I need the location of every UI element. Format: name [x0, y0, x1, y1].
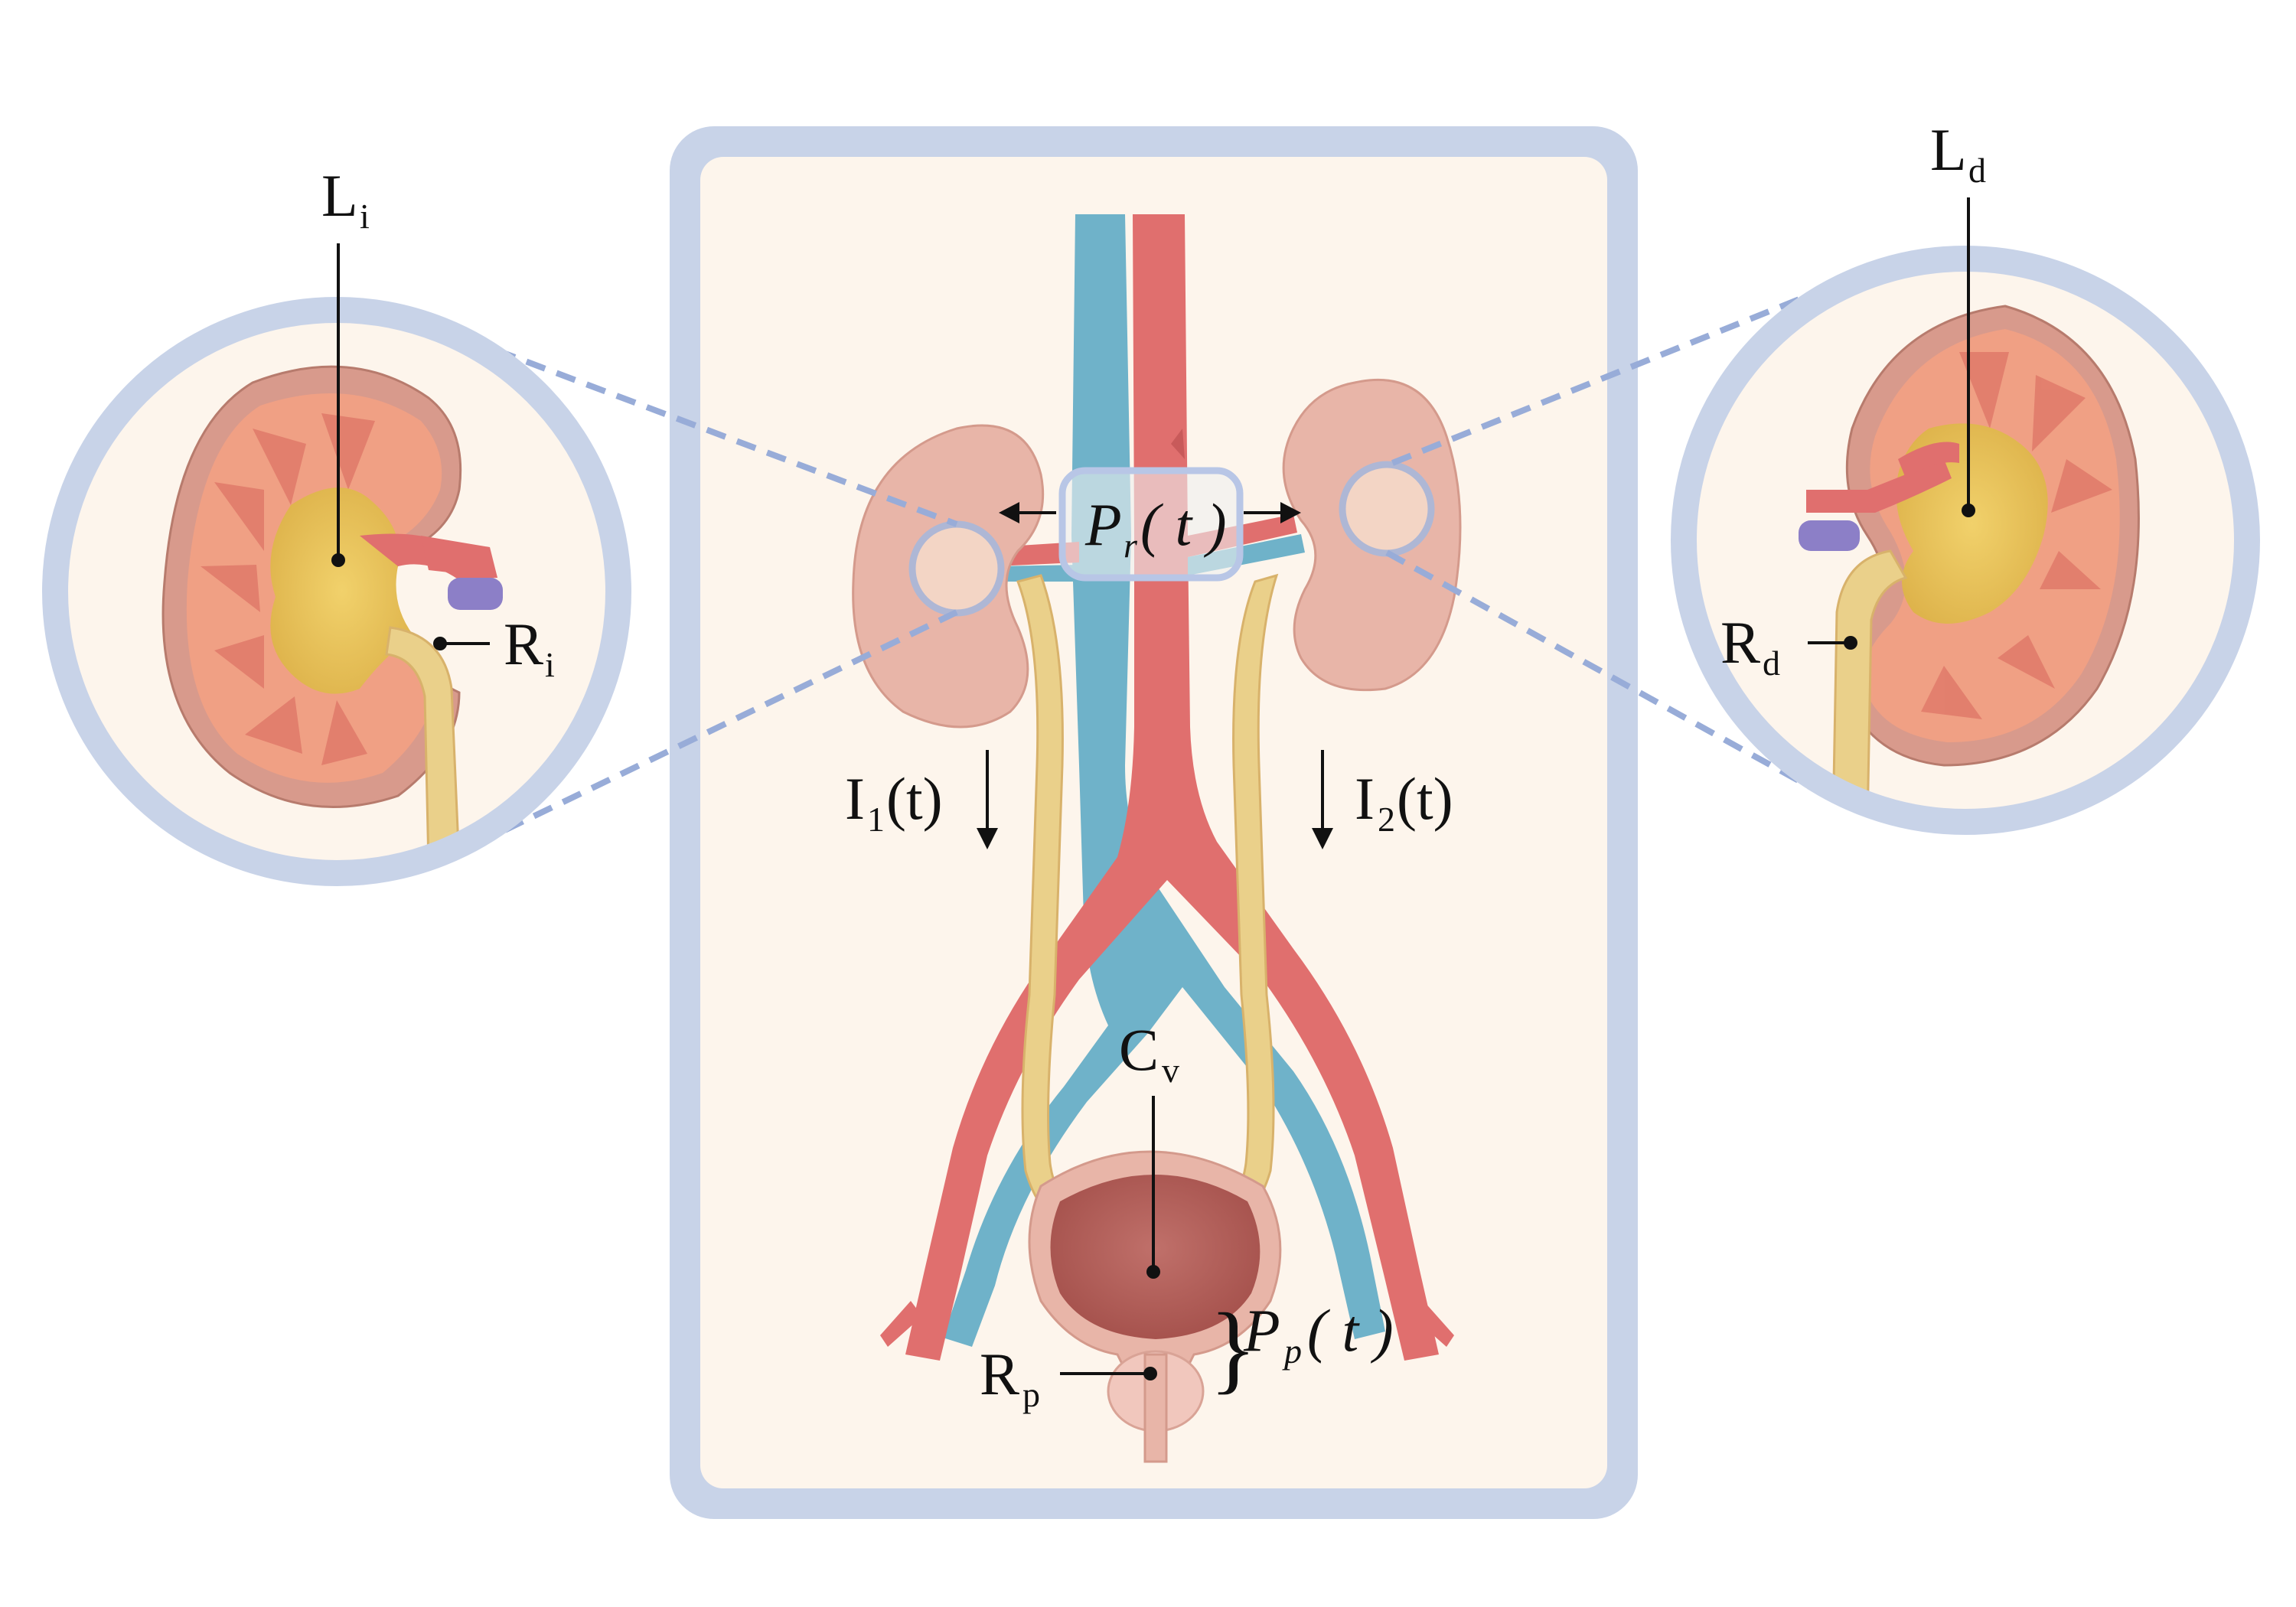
- label-I1: I 1 (t): [845, 750, 998, 849]
- svg-text:r: r: [1124, 526, 1138, 565]
- svg-text:d: d: [1763, 644, 1780, 683]
- svg-text:C: C: [1119, 1016, 1159, 1083]
- svg-text:p: p: [1022, 1375, 1040, 1414]
- right-zoom-ureter: [1831, 549, 1908, 822]
- renal-pressure-box: [1058, 467, 1244, 582]
- svg-text:(t): (t): [1397, 765, 1453, 832]
- label-C-v: C v: [1119, 1016, 1179, 1279]
- svg-text:(t): (t): [886, 765, 943, 832]
- aorta: [880, 214, 1454, 1361]
- right-zoom-pyramids: [1921, 352, 2112, 719]
- svg-text:L: L: [1930, 116, 1967, 183]
- svg-text:1: 1: [867, 800, 885, 839]
- svg-text:R: R: [504, 611, 543, 677]
- label-L-d: L d: [1930, 116, 1986, 517]
- svg-text:I: I: [845, 765, 865, 832]
- svg-text:I: I: [1355, 765, 1375, 832]
- svg-text:L: L: [321, 162, 358, 229]
- svg-text:2: 2: [1378, 800, 1395, 839]
- label-I2: I 2 (t): [1312, 750, 1453, 849]
- svg-text:p: p: [1282, 1332, 1302, 1371]
- svg-text:v: v: [1162, 1051, 1179, 1090]
- svg-text:d: d: [1968, 151, 1986, 190]
- right-hilum-highlight: [1339, 461, 1435, 557]
- left-hilum-highlight: [908, 520, 1005, 617]
- anatomy-panel: [670, 126, 1638, 1519]
- right-kidney-zoom: [1671, 246, 2260, 835]
- label-P-r: P r ( t ): [999, 491, 1301, 565]
- svg-text:i: i: [545, 645, 555, 684]
- left-zoom-pyramids: [201, 413, 375, 765]
- svg-text:R: R: [980, 1341, 1019, 1407]
- svg-text:}: }: [1209, 1293, 1257, 1403]
- svg-text:( t ): ( t ): [1307, 1297, 1394, 1364]
- svg-text:( t ): ( t ): [1140, 491, 1227, 558]
- label-L-i: L i: [321, 162, 370, 567]
- prostate: [1107, 1350, 1205, 1463]
- svg-text:i: i: [360, 197, 370, 236]
- svg-text:P: P: [1084, 491, 1122, 558]
- svg-text:P: P: [1243, 1297, 1280, 1364]
- label-P-p: } P p ( t ): [1209, 1293, 1394, 1403]
- label-R-d: R d: [1720, 609, 1857, 683]
- zoom-connector-lines: [435, 272, 1860, 847]
- label-R-i: R i: [433, 611, 555, 684]
- svg-text:R: R: [1720, 609, 1760, 676]
- label-R-p: R p: [980, 1341, 1157, 1414]
- left-kidney-zoom: [42, 297, 631, 886]
- vena-cava: [943, 214, 1385, 1347]
